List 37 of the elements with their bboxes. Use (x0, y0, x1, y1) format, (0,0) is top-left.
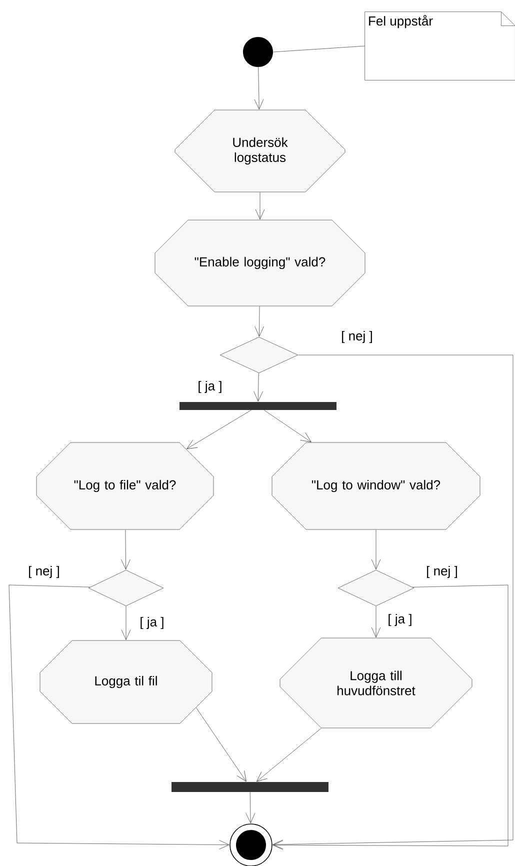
arrow (272, 354, 514, 850)
decision-diamond (338, 570, 414, 606)
arrow (254, 67, 264, 110)
arrow (196, 707, 246, 782)
arrow (246, 792, 256, 824)
end-node (230, 824, 272, 866)
edge-label: [ ja ] (386, 612, 414, 628)
edge-label: [ nej ] (27, 564, 61, 580)
note-connector (273, 46, 365, 52)
arrow (254, 306, 264, 337)
edge-label: [ ja ] (196, 380, 224, 394)
activity-box: "Enable logging" vald? (154, 220, 366, 306)
activity-box: Logga til fil (40, 640, 212, 724)
start-node (243, 37, 273, 67)
arrow (371, 530, 381, 570)
activity-box: "Log to file" vald? (36, 442, 214, 530)
arrow (186, 410, 252, 450)
arrow (272, 584, 508, 850)
arrow (8, 584, 230, 850)
edge-label: [ nej ] (340, 330, 374, 344)
arrow (264, 410, 312, 442)
edge-label: [ nej ] (425, 564, 459, 580)
activity-box: Logga till huvudfönstret (280, 638, 472, 728)
decision-diamond (88, 570, 164, 606)
arrow (121, 530, 130, 570)
edge-label: [ ja ] (138, 616, 166, 630)
activity-box: "Log to window" vald? (272, 442, 480, 530)
arrow (121, 606, 131, 640)
arrow (256, 728, 322, 782)
sync-bar (172, 782, 328, 792)
sync-bar (180, 402, 336, 410)
decision-diamond (220, 336, 298, 374)
arrow (371, 606, 381, 638)
arrow (254, 372, 263, 402)
note-box: Fel uppstår (364, 12, 515, 80)
activity-box: Undersök logstatus (174, 110, 346, 192)
arrow (255, 192, 265, 220)
